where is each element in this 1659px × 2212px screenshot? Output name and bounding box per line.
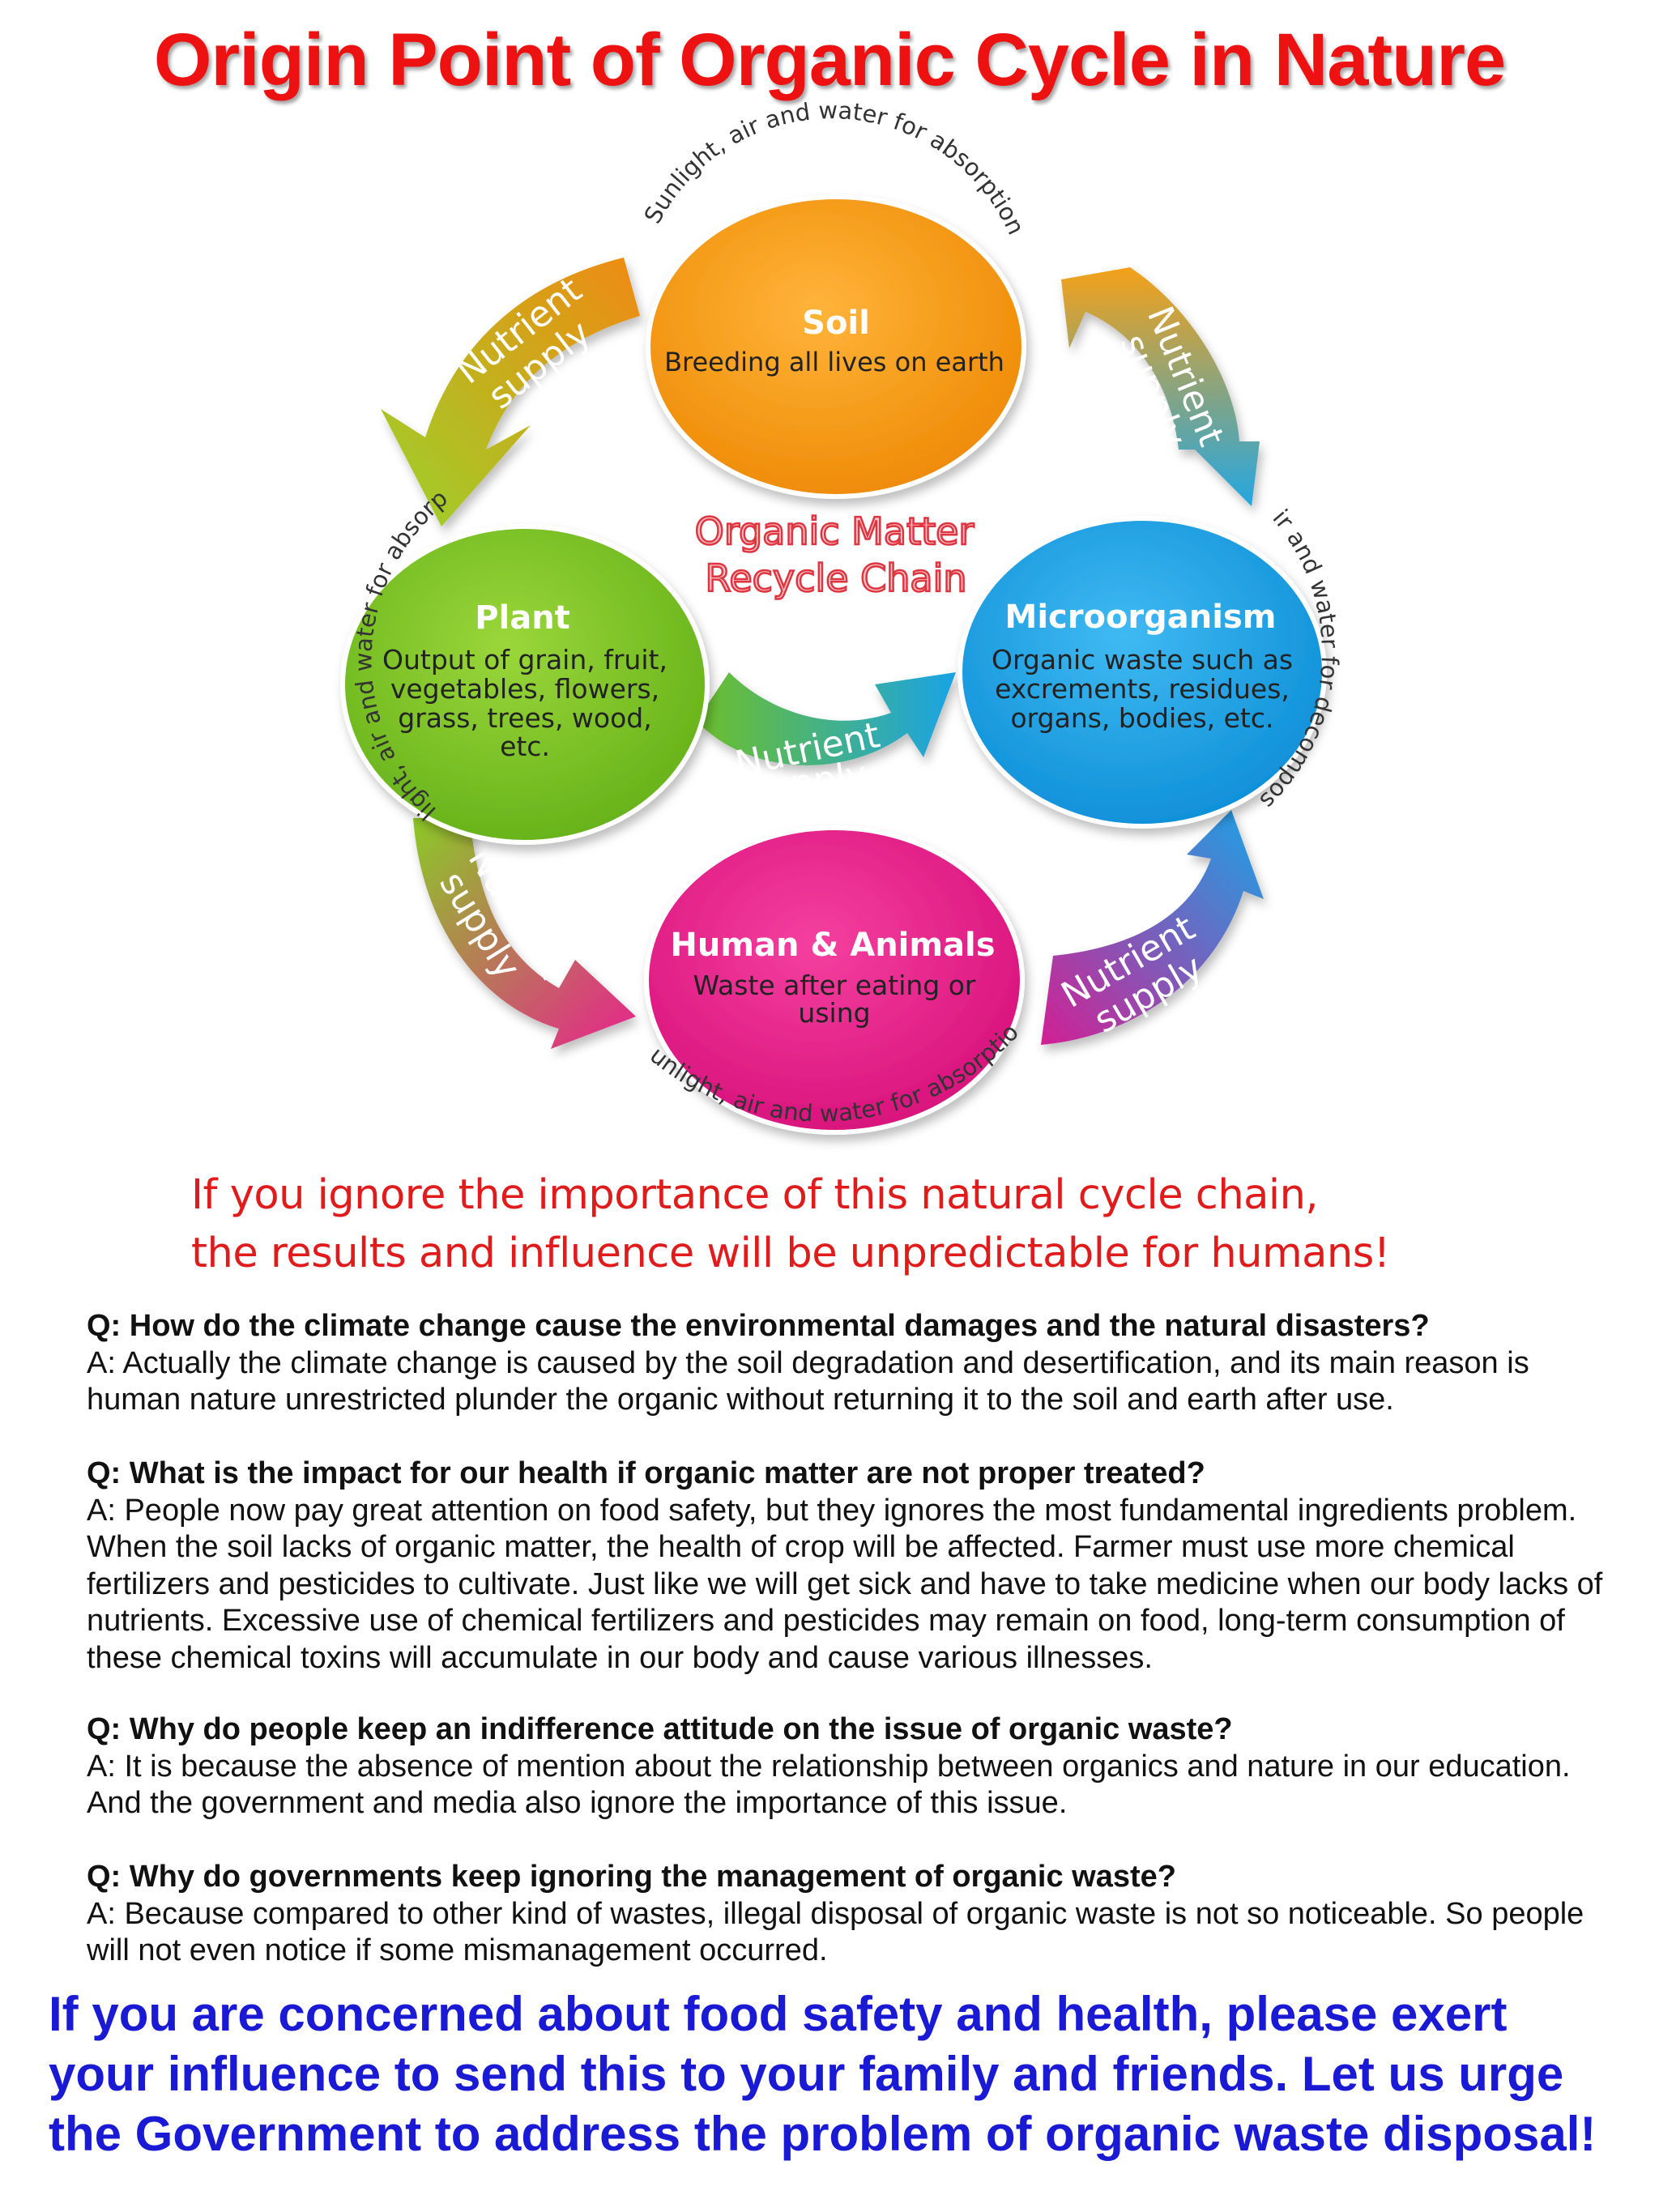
question: Q: Why do people keep an indifference at… [87, 1712, 1233, 1746]
node-human-animals: Human & Animals Waste after eating or us… [644, 825, 1025, 1135]
node-human-animals-title: Human & Animals [670, 927, 995, 964]
qa-block: Q: Why do governments keep ignoring the … [87, 1859, 1610, 1970]
node-plant-desc-4: etc. [500, 731, 550, 762]
node-soil: Soil Breeding all lives on earth [646, 194, 1026, 499]
qa-block: Q: How do the climate change cause the e… [87, 1308, 1610, 1419]
call-to-action-line-3: the Government to address the problem of… [49, 2107, 1597, 2161]
node-plant: Plant Output of grain, fruit, vegetables… [340, 524, 710, 845]
warning-line-2: the results and influence will be unpred… [191, 1230, 1390, 1277]
organic-cycle-diagram: Nutrient supply Nutrient supply Nutrient… [0, 0, 1344, 1135]
qa-block: Q: What is the impact for our health if … [87, 1455, 1610, 1677]
node-soil-title: Soil [802, 305, 870, 342]
call-to-action-line-2: your influence to send this to your fami… [49, 2047, 1564, 2101]
node-microorganism-title: Microorganism [1005, 599, 1277, 636]
node-soil-desc: Breeding all lives on earth [664, 347, 1004, 377]
arrow-top-right: Nutrient supply [1061, 267, 1260, 506]
node-microorganism-desc-1: Organic waste such as [992, 644, 1293, 676]
center-title: Organic Matter Recycle Chain [693, 509, 975, 602]
answer: A: It is because the absence of mention … [87, 1749, 1571, 1821]
node-human-animals-desc-1: Waste after eating or [693, 970, 976, 1001]
node-plant-desc-3: grass, trees, wood, [398, 702, 651, 734]
answer: A: Because compared to other kind of was… [87, 1896, 1584, 1968]
arrow-bottom-left: Nutrient supply [413, 818, 636, 1049]
center-title-line-2: Recycle Chain [705, 556, 966, 600]
question: Q: Why do governments keep ignoring the … [87, 1860, 1176, 1894]
arrow-bottom-right: Nutrient supply [1041, 810, 1264, 1045]
call-to-action-line-1: If you are concerned about food safety a… [49, 1987, 1508, 2041]
node-plant-title: Plant [475, 599, 570, 637]
qa-block: Q: Why do people keep an indifference at… [87, 1711, 1610, 1822]
page-title: Origin Point of Organic Cycle in Nature [153, 19, 1506, 101]
question: Q: How do the climate change cause the e… [87, 1309, 1430, 1343]
arrow-center: Nutrient supply [697, 672, 956, 811]
arrow-top-left: Nutrient supply [381, 258, 640, 526]
center-title-line-1: Organic Matter [695, 509, 975, 553]
node-plant-desc-1: Output of grain, fruit, [382, 644, 667, 676]
node-microorganism-desc-3: organs, bodies, etc. [1010, 702, 1273, 734]
call-to-action: If you are concerned about food safety a… [49, 1984, 1653, 2164]
node-plant-desc-2: vegetables, flowers, [390, 673, 659, 705]
node-microorganism-desc-2: excrements, residues, [995, 673, 1290, 705]
answer: A: People now pay great attention on foo… [87, 1493, 1603, 1675]
question: Q: What is the impact for our health if … [87, 1456, 1205, 1490]
node-microorganism: Microorganism Organic waste such as excr… [957, 516, 1327, 829]
answer: A: Actually the climate change is caused… [87, 1345, 1529, 1417]
node-human-animals-desc-2: using [798, 997, 870, 1029]
warning-line-1: If you ignore the importance of this nat… [191, 1171, 1319, 1219]
